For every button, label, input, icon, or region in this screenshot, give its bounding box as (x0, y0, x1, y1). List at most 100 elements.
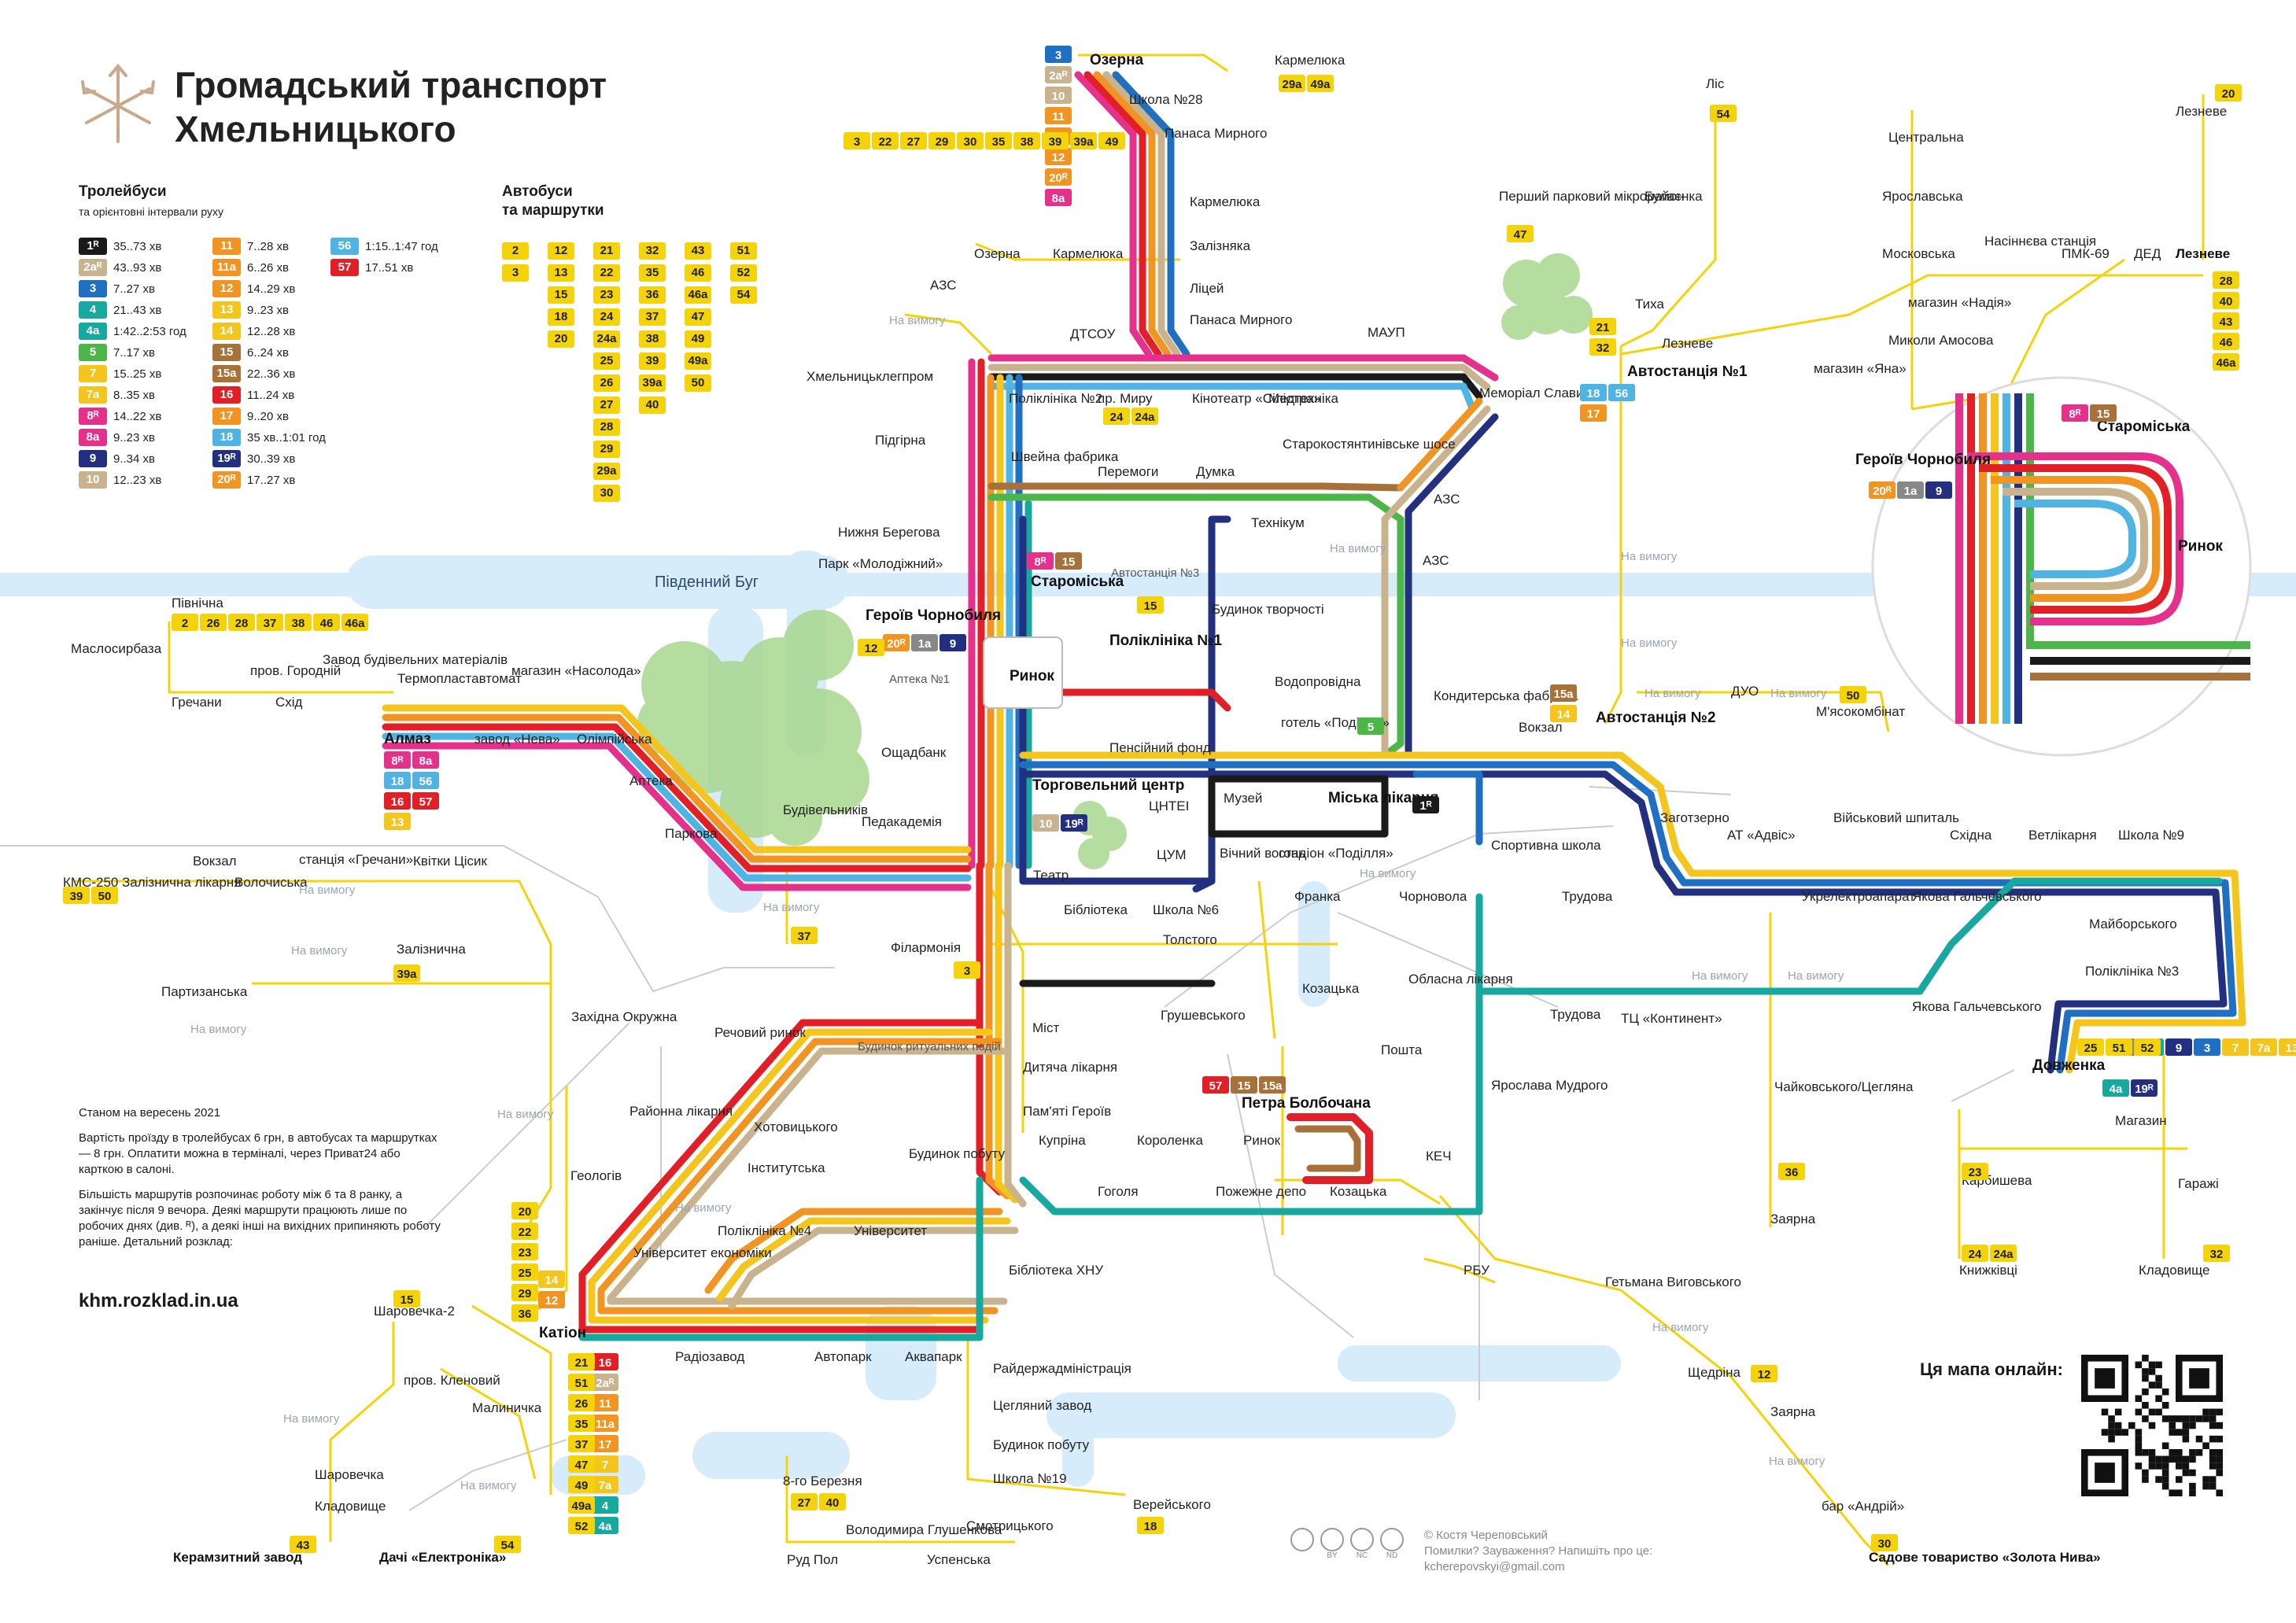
stop-heroiv_chornobylia: Героїв Чорнобиля (866, 607, 1001, 624)
map-route-badge: 8ᴿ (1034, 555, 1046, 569)
stop-peremohy: Перемоги (1098, 464, 1158, 479)
stop-hrushevskoho: Грушевського (1161, 1008, 1246, 1023)
stop-zakhidna: Західна Окружна (571, 1009, 677, 1024)
bus-route-29: 29 (593, 441, 620, 458)
map-badge-bg (2194, 1038, 2220, 1056)
map-badge-bg (819, 1493, 846, 1510)
stop-kladovyshche2: Кладовище (315, 1499, 386, 1514)
trolleybus-legend-title: Тролейбуси (79, 183, 167, 200)
map-route-badge: 5 (1368, 721, 1374, 734)
bus-route-49: 49 (685, 330, 711, 348)
route-interval: 11..24 хв (247, 388, 295, 402)
cc-label: ND (1386, 1551, 1398, 1560)
route-interval: 30..39 хв (247, 452, 296, 466)
route-badge: 4 (79, 301, 107, 319)
map-route-badge: 19ᴿ (2135, 1083, 2154, 1096)
badges-layer: 32аᴿ101111а1220ᴿ8а32227293035383939а4929… (63, 46, 2296, 1553)
map-badge-bg (1131, 408, 1158, 425)
map-route-badge: 1а (918, 637, 932, 651)
stop-azs: АЗС (1434, 492, 1460, 507)
map-badge-bg (511, 1263, 538, 1281)
trolley-lines (382, 71, 2246, 1341)
map-badge-bg (384, 751, 411, 769)
map-badge-bg (928, 132, 955, 149)
map-badge-bg (1580, 384, 1607, 401)
stop-ozerna_w: Озерна (974, 246, 1021, 261)
stop-dovzhenka: Довженка (2032, 1057, 2106, 1074)
stop-tekhnikum: Технікум (1251, 515, 1305, 530)
stop-trudova: Трудова (1562, 889, 1613, 904)
schedule-link[interactable]: khm.rozklad.in.ua (79, 1290, 238, 1311)
map-badge-bg (290, 1536, 316, 1553)
map-route-badge: 11 (1052, 110, 1065, 124)
map-route-badge: 13 (391, 816, 404, 829)
stop-apteka: Аптека (629, 773, 673, 788)
stop-katiion: Катіон (539, 1325, 586, 1341)
map-badge-bg (592, 1394, 618, 1411)
bus-route-49а: 49а (685, 352, 711, 370)
map-badge-bg (2213, 333, 2239, 350)
cc-by-icon: BY (1320, 1528, 1344, 1560)
map-badge-bg (883, 634, 910, 651)
stop-skhidna: Східна (1950, 828, 1992, 843)
inset-staromiska: Старомісь­ка (2097, 419, 2191, 435)
bus-legend-title-2: та маршрутки (502, 202, 604, 219)
map-badge-bg (568, 1476, 595, 1493)
map-badge-bg (1070, 132, 1097, 149)
map-badge-bg (900, 132, 927, 149)
bus-route-43: 43 (685, 242, 711, 260)
bus-route-22: 22 (593, 264, 620, 282)
stop-poshta: Пошта (1381, 1042, 1423, 1057)
map-badge-bg (939, 634, 966, 651)
stop-zaliznyaka: Залізняка (1190, 238, 1251, 253)
stop-maslosyrbaza: Маслосирбаза (71, 641, 162, 656)
stop-knyzhkivtsi: Книжківці (1959, 1263, 2017, 1278)
stop-prov_horodnii: пров. Городній (250, 663, 341, 678)
map-badge-bg (1045, 46, 1072, 63)
title-line-1: Громадський транспорт (175, 65, 607, 105)
stop-hrechany_st: станція «Гречани» (299, 852, 413, 867)
stop-prov_klenovyi: пров. Кленовий (404, 1373, 500, 1388)
route-badge: 7а (79, 386, 107, 404)
map-route-badge: 18 (1587, 387, 1600, 400)
map-route-badge: 50 (98, 890, 112, 903)
stop-mahazyn: Магазин (2115, 1113, 2167, 1128)
map-route-badge: 20ᴿ (887, 637, 906, 651)
stop-radiozavod: Радіозавод (675, 1349, 744, 1364)
stop-oshchadbank: Ощадбанк (881, 745, 947, 760)
request-stop-label: На вимогу (1330, 542, 1386, 555)
map-badge-bg (592, 1353, 618, 1370)
stop-torhovelnyi: Торговельний центр (1032, 777, 1184, 794)
map-route-badge: 47 (575, 1459, 589, 1472)
map-badge-bg (1962, 1245, 1988, 1262)
map-badge-bg (412, 792, 439, 810)
credit-email[interactable]: kcherepovskyi@gmail.com (1424, 1560, 1565, 1573)
city-emblem-icon (81, 63, 155, 143)
stop-nadiia: магазин «Надія» (1908, 295, 2011, 310)
route-interval: 6..24 хв (247, 345, 289, 360)
map-badge-bg (1840, 686, 1866, 703)
stop-olimpiiska: Олімпій­ська (577, 732, 652, 747)
bus-route-52: 52 (730, 264, 757, 282)
credit-feedback: Помилки? Зауваження? Напишіть про це: (1424, 1544, 1653, 1558)
map-badge-bg (1279, 75, 1305, 92)
credits: © Костя Череповський Помилки? Зауваження… (1424, 1528, 1652, 1575)
bus-route-26: 26 (593, 374, 620, 392)
map-badge-bg (568, 1455, 595, 1473)
route-badge: 1ᴿ (79, 238, 107, 255)
map-badge-bg (1055, 552, 1082, 570)
map-route-badge: 39а (1073, 135, 1094, 149)
map-route-badge: 18 (391, 775, 404, 788)
bus-route-20: 20 (548, 330, 574, 348)
stop-pedakademiia: Педакадемія (862, 814, 942, 829)
stop-zaiarna2: Заярна (1770, 1404, 1816, 1419)
info-notes: Станом на вересень 2021 Вартість проїзду… (79, 1105, 441, 1260)
qr-code-icon[interactable] (2081, 1355, 2223, 1496)
stop-zavod_bud: Завод будівельних матеріалів (323, 652, 508, 667)
